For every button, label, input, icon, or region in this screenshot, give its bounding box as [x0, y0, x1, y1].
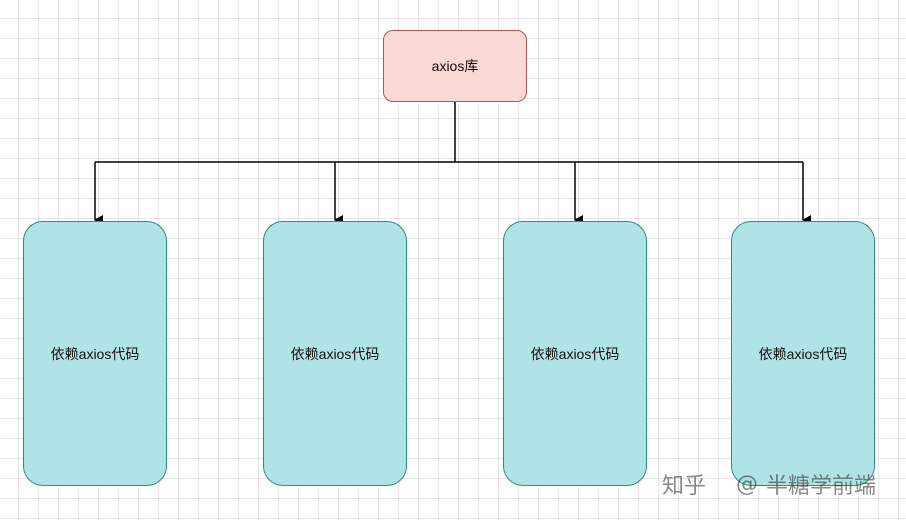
watermark-at: @ [736, 471, 759, 497]
child-node-4[interactable]: 依赖axios代码 [731, 221, 875, 486]
watermark-site: 知乎 [662, 474, 707, 499]
child-node-1[interactable]: 依赖axios代码 [23, 221, 167, 486]
child-node-2[interactable]: 依赖axios代码 [263, 221, 407, 486]
root-node-axios-library[interactable]: axios库 [383, 30, 527, 102]
connector-group [94, 102, 811, 225]
watermark-author: 半糖学前端 [766, 474, 877, 499]
watermark: 知乎 @ 半糖学前端 [662, 464, 876, 504]
child-node-label: 依赖axios代码 [50, 345, 140, 362]
child-node-label: 依赖axios代码 [290, 345, 380, 362]
child-node-3[interactable]: 依赖axios代码 [503, 221, 647, 486]
child-node-label: 依赖axios代码 [758, 345, 848, 362]
root-node-label: axios库 [431, 58, 479, 74]
child-node-label: 依赖axios代码 [530, 345, 620, 362]
